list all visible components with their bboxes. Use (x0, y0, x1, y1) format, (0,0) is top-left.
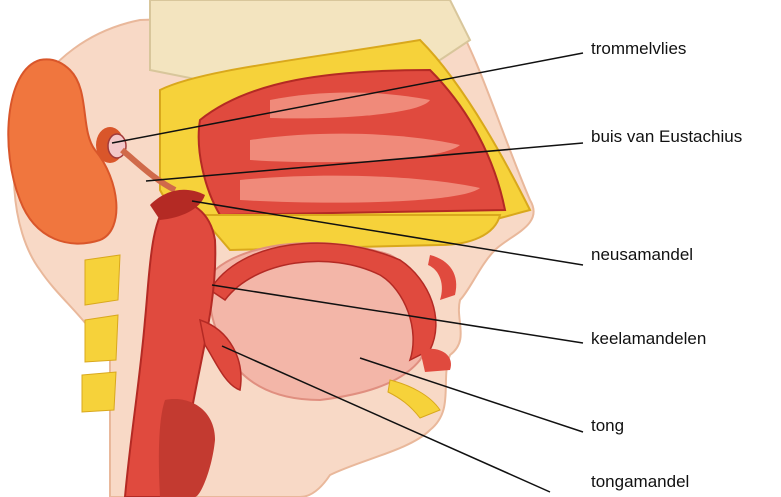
label-tong: tong (591, 416, 624, 436)
spine (85, 255, 120, 305)
spine-vertebra-3 (82, 372, 116, 412)
label-tongamandel: tongamandel (591, 472, 689, 492)
spine-vertebra-2 (85, 315, 118, 362)
label-neusamandel: neusamandel (591, 245, 693, 265)
label-keelamandelen: keelamandelen (591, 329, 706, 349)
label-trommelvlies: trommelvlies (591, 39, 686, 59)
label-buis-van-eustachius: buis van Eustachius (591, 127, 742, 147)
